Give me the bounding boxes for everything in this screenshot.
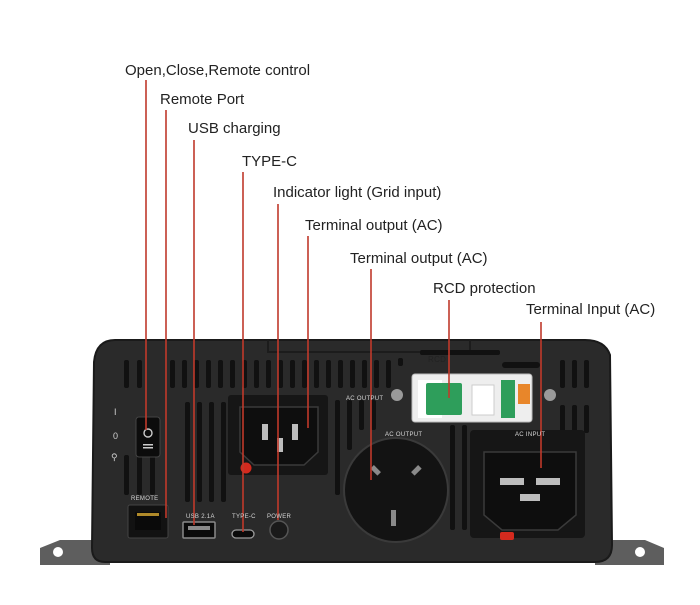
power-button: [269, 520, 289, 540]
callout-open-close: Open,Close,Remote control: [125, 62, 311, 79]
ac-output-label-1: AC OUTPUT: [346, 396, 384, 402]
callout-terminal-input: Terminal Input (AC): [526, 301, 656, 318]
ac-input-label: AC INPUT: [515, 432, 546, 438]
callout-indicator-light: Indicator light (Grid input): [273, 184, 442, 201]
callout-usb-charging: USB charging: [188, 120, 281, 137]
right-foot-hole: [635, 547, 645, 557]
left-foot-hole: [53, 547, 63, 557]
rcd-green-toggle: [426, 383, 462, 415]
callout-typec: TYPE-C: [242, 153, 298, 170]
callout-rcd-protection: RCD protection: [433, 280, 536, 297]
switch-mark-off: 0: [113, 431, 119, 441]
vent-slots-top: [124, 350, 589, 388]
usb-label: USB 2.1A: [186, 514, 215, 520]
leader-lines: [145, 80, 542, 532]
remote-label: REMOTE: [131, 496, 159, 502]
power-label: POWER: [267, 514, 292, 520]
top-ridge: [267, 340, 471, 353]
callout-remote-port: Remote Port: [160, 91, 245, 108]
ac-output-socket-1: [239, 406, 319, 466]
typec-label: TYPE-C: [232, 514, 256, 520]
indicator-light-grid-input: [240, 462, 252, 474]
switch-mark-remote: ⚲: [111, 452, 118, 462]
callout-terminal-output-2: Terminal output (AC): [350, 250, 488, 267]
rcd-test-button: [518, 384, 530, 404]
ac-input-red-clip: [500, 532, 514, 540]
ac-input-socket: [483, 451, 577, 531]
ac-output-label-2: AC OUTPUT: [385, 432, 423, 438]
ac-output-socket-2: [343, 437, 449, 543]
switch-circle-mark: [143, 428, 153, 438]
vent-slots-middle: [124, 400, 589, 530]
switch-mark-on: I: [114, 407, 117, 417]
rcd-label: RCD: [428, 355, 447, 364]
callout-terminal-output-1: Terminal output (AC): [305, 217, 443, 234]
